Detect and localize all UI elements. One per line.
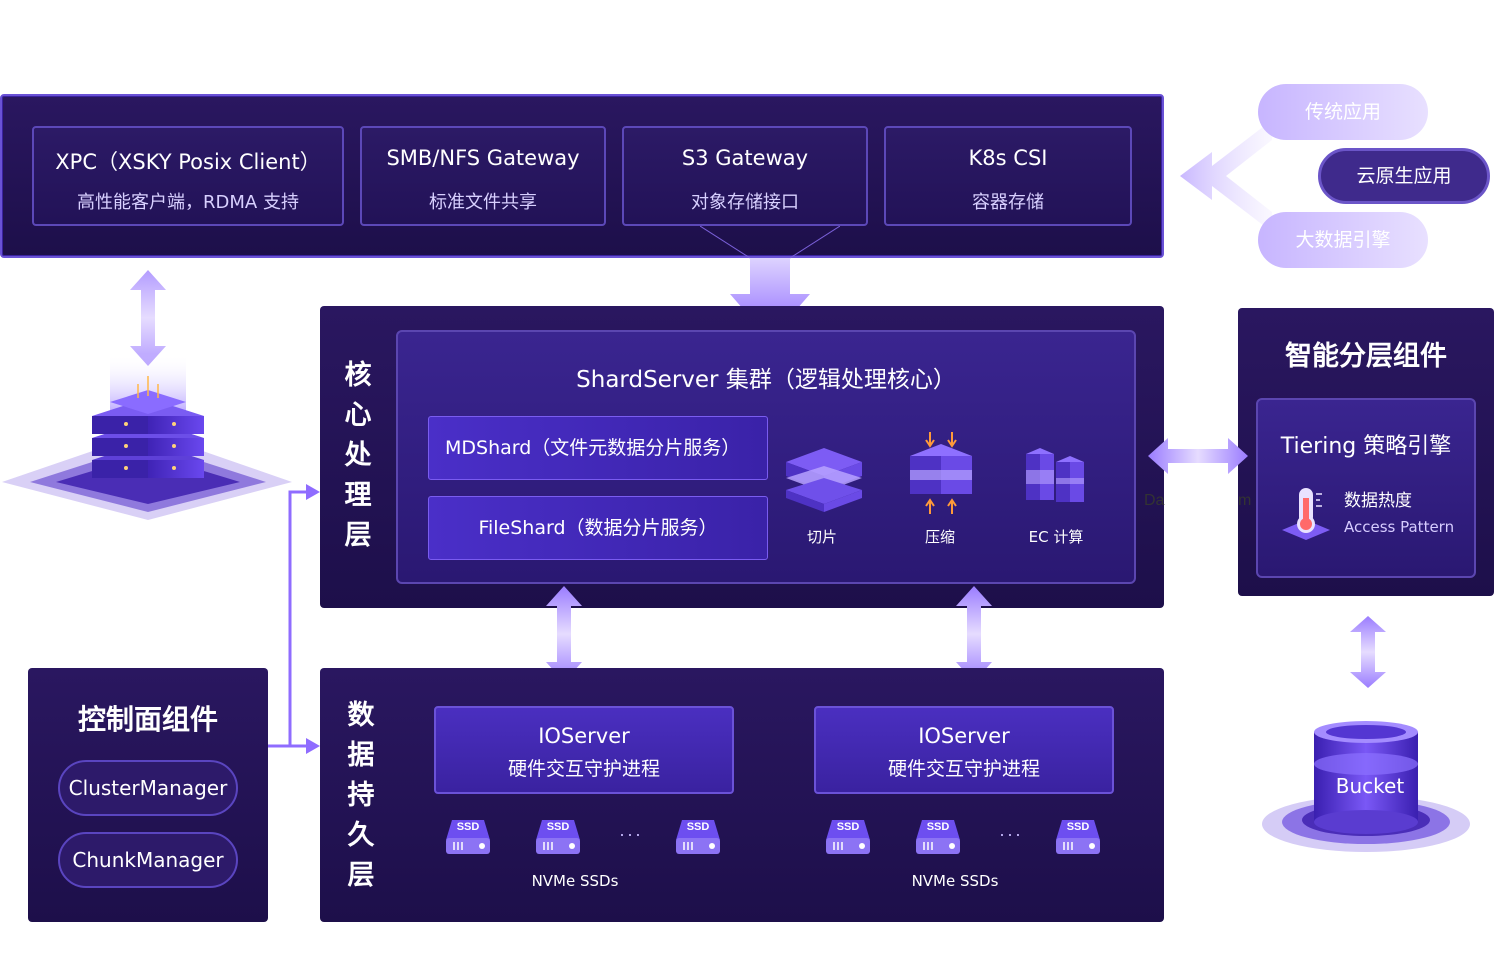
shard-label: MDShard（文件元数据分片服务） (445, 437, 741, 459)
ssd-icon: SSD (914, 818, 962, 858)
core-label-char: 层 (344, 520, 372, 551)
ssd-badge: SSD (1066, 821, 1090, 833)
shard-fileshard: FileShard（数据分片服务） (428, 496, 768, 560)
bucket-icon (1262, 721, 1470, 852)
core-label-char: 理 (344, 480, 372, 511)
op-ec-label: EC 计算 (1028, 528, 1084, 546)
app-traditional: 传统应用 (1258, 84, 1428, 140)
client-subtitle: 容器存储 (972, 192, 1044, 213)
thermometer-icon (1282, 488, 1330, 540)
down-flow-arrow-icon (700, 226, 840, 340)
core-label-char: 心 (344, 400, 372, 431)
data-label-char: 持 (347, 780, 375, 811)
nvme-label: NVMe SSDs (911, 872, 999, 890)
core-label-char: 核 (344, 360, 372, 391)
control-connector-icon (268, 484, 320, 754)
heat-sublabel: Access Pattern (1344, 518, 1455, 536)
slice-icon (786, 448, 862, 512)
chunk-manager-pill: ChunkManager (58, 832, 238, 888)
client-title: XPC（XSKY Posix Client） (55, 150, 321, 174)
ssd-badge: SSD (546, 821, 570, 833)
ssd-ellipsis: ··· (999, 824, 1023, 844)
shardserver-cluster: ShardServer 集群（逻辑处理核心） MDShard（文件元数据分片服务… (396, 330, 1136, 584)
client-s3: S3 Gateway 对象存储接口 (622, 126, 868, 226)
ssd-icon: SSD (674, 818, 722, 858)
tiering-title: 智能分层组件 (1285, 341, 1447, 372)
client-subtitle: 标准文件共享 (429, 192, 537, 213)
core-data-arrow-right-icon (956, 586, 992, 682)
data-layer-label: 数 据 持 久 层 (343, 696, 379, 896)
shard-mdshard: MDShard（文件元数据分片服务） (428, 416, 768, 480)
cluster-manager-pill: ClusterManager (58, 760, 238, 816)
op-compress-label: 压缩 (924, 528, 955, 546)
ioserver-subtitle: 硬件交互守护进程 (507, 758, 660, 780)
server-stack-icon (2, 354, 292, 520)
ssd-icon: SSD (444, 818, 492, 858)
client-title: K8s CSI (968, 146, 1048, 170)
ssd-badge: SSD (686, 821, 710, 833)
client-subtitle: 对象存储接口 (691, 192, 799, 213)
control-plane-title: 控制面组件 (77, 703, 218, 736)
bucket-label: Bucket (1335, 774, 1405, 798)
client-server-arrow-icon (130, 270, 166, 366)
core-label-char: 处 (344, 440, 372, 471)
flow-label-right: m (1238, 492, 1252, 509)
data-label-char: 层 (347, 860, 375, 891)
ec-compute-icon (1026, 448, 1084, 502)
ioserver-title: IOServer (918, 724, 1010, 748)
compress-icon (910, 432, 972, 514)
ioserver-title: IOServer (538, 724, 630, 748)
tiering-engine-label: Tiering 策略引擎 (1280, 434, 1452, 459)
cluster-title: ShardServer 集群（逻辑处理核心） (576, 367, 956, 393)
ssd-badge: SSD (926, 821, 950, 833)
app-cloud-native: 云原生应用 (1318, 148, 1490, 204)
client-smb-nfs: SMB/NFS Gateway 标准文件共享 (360, 126, 606, 226)
app-bigdata: 大数据引擎 (1258, 212, 1428, 268)
op-slice-label: 切片 (806, 528, 837, 546)
client-k8s-csi: K8s CSI 容器存储 (884, 126, 1132, 226)
data-label-char: 数 (347, 700, 375, 731)
ioserver-subtitle: 硬件交互守护进程 (887, 758, 1040, 780)
ioserver-2: IOServer 硬件交互守护进程 (814, 706, 1114, 794)
ssd-ellipsis: ··· (619, 824, 643, 844)
data-label-char: 久 (347, 820, 375, 851)
ssd-badge: SSD (456, 821, 480, 833)
core-tiering-arrow-icon (1148, 438, 1248, 474)
ioserver-1: IOServer 硬件交互守护进程 (434, 706, 734, 794)
nvme-label: NVMe SSDs (531, 872, 619, 890)
client-xpc: XPC（XSKY Posix Client） 高性能客户端，RDMA 支持 (32, 126, 344, 226)
ssd-icon: SSD (1054, 818, 1102, 858)
client-title: S3 Gateway (681, 146, 809, 170)
data-label-char: 据 (347, 740, 375, 771)
core-layer-label: 核 心 处 理 层 (340, 356, 376, 556)
flow-label-left: Da (1144, 492, 1165, 509)
tiering-bucket-arrow-icon (1350, 616, 1386, 688)
shard-label: FileShard（数据分片服务） (478, 517, 718, 539)
ssd-icon: SSD (824, 818, 872, 858)
ssd-badge: SSD (836, 821, 860, 833)
ssd-icon: SSD (534, 818, 582, 858)
client-title: SMB/NFS Gateway (386, 146, 580, 170)
heat-label: 数据热度 (1344, 491, 1412, 511)
client-subtitle: 高性能客户端，RDMA 支持 (77, 192, 299, 213)
apps-arrow-icon (1180, 120, 1272, 232)
core-data-arrow-left-icon (546, 586, 582, 682)
tiering-engine-box: Tiering 策略引擎 数据热度 Access Pattern (1256, 398, 1476, 578)
